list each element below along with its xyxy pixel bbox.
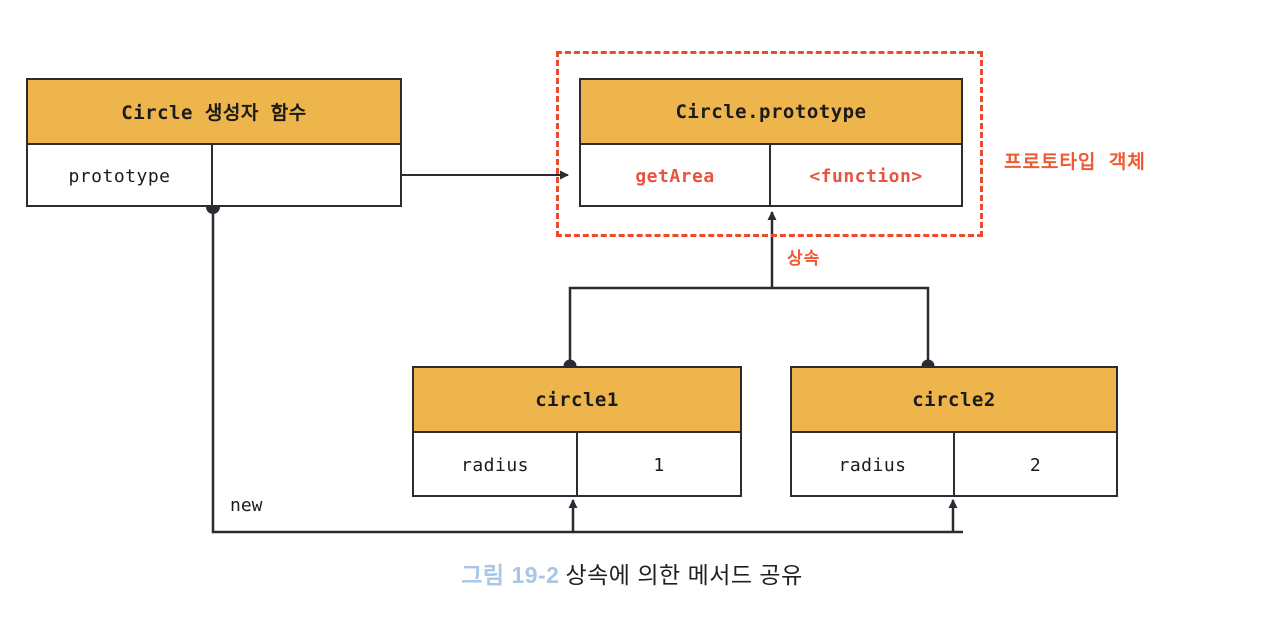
circle2-radius-value: 2	[1029, 454, 1042, 476]
circle1-row: radius 1	[414, 433, 740, 497]
circle1-radius-value: 1	[653, 454, 665, 476]
circle-constructor-row: prototype	[28, 145, 400, 207]
circle1-radius-key: radius	[414, 433, 578, 497]
inheritance-label: 상속	[787, 249, 821, 269]
prototype-object-label: 프로토타입 객체	[1004, 151, 1146, 173]
circle2-title: circle2	[792, 368, 1116, 433]
figure-caption-text: 상속에 의한 메서드 공유	[565, 562, 803, 588]
circle2-row: radius 2	[792, 433, 1116, 497]
circle2-box: circle2 radius 2	[790, 366, 1118, 497]
prototype-getarea-key: getArea	[581, 145, 771, 207]
circle1-box: circle1 radius 1	[412, 366, 742, 497]
circle-prototype-title: Circle.prototype	[581, 80, 961, 145]
circle-prototype-row: getArea <function>	[581, 145, 961, 207]
circle-prototype-box: Circle.prototype getArea <function>	[579, 78, 963, 207]
circle-constructor-box: Circle 생성자 함수 prototype	[26, 78, 402, 207]
constructor-prototype-key: prototype	[28, 145, 213, 207]
circle1-title: circle1	[414, 368, 740, 433]
new-operator-label: new	[230, 495, 263, 516]
constructor-prototype-value	[213, 145, 400, 207]
figure-number: 그림 19-2	[461, 562, 560, 588]
prototype-object-region	[556, 51, 983, 237]
circle2-radius-key: radius	[792, 433, 955, 497]
prototype-getarea-value: <function>	[809, 165, 923, 187]
circle-constructor-title: Circle 생성자 함수	[28, 80, 400, 145]
